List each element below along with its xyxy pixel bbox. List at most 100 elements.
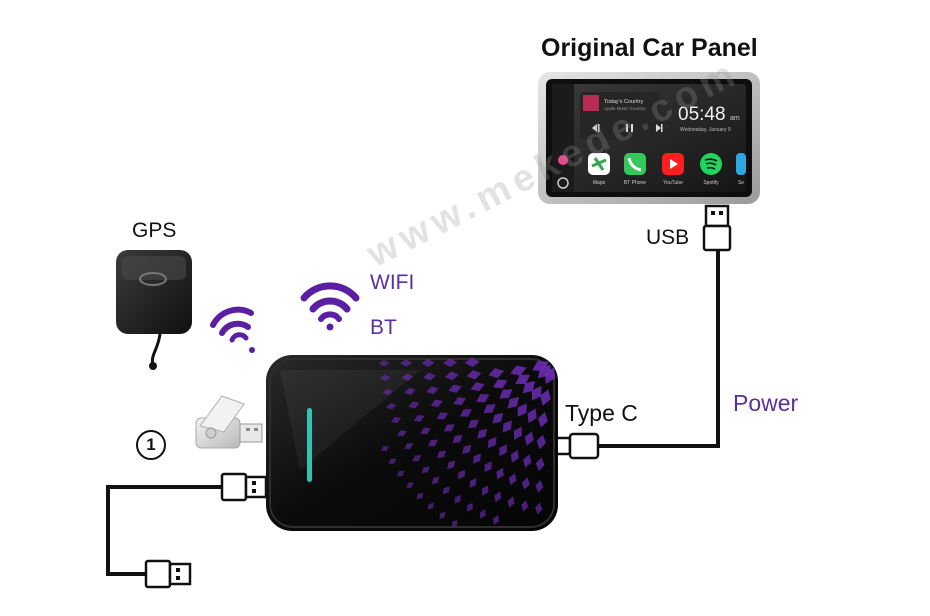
decor-diamond <box>427 502 434 510</box>
decor-diamond <box>492 514 500 525</box>
decor-diamond <box>487 437 497 449</box>
decor-diamond <box>426 386 439 395</box>
decor-diamond <box>477 428 488 439</box>
decor-diamond <box>439 511 446 520</box>
decor-diamond <box>391 416 402 424</box>
decor-diamond <box>386 403 397 410</box>
decor-diamond <box>421 358 435 367</box>
wifi-signal-icon-gps <box>210 306 255 353</box>
decor-diamond <box>484 461 492 473</box>
decor-diamond <box>472 453 482 464</box>
decor-diamond <box>413 414 425 422</box>
decor-diamond <box>488 368 505 379</box>
decor-diamond <box>448 384 462 393</box>
decor-diamond <box>494 491 502 503</box>
usb-label: USB <box>646 226 690 249</box>
decor-diamond <box>502 420 512 433</box>
gps-antenna <box>116 250 192 370</box>
screen-clock: 05:48 <box>678 104 726 125</box>
decor-diamond <box>535 479 544 493</box>
app-label-youtube: YouTube <box>663 180 683 186</box>
step-marker: 1 <box>136 430 166 460</box>
power-cable <box>598 250 720 448</box>
screen-date: Wednesday, January 9 <box>680 127 731 133</box>
decor-diamond <box>416 492 424 500</box>
carplay-adapter-box <box>266 355 558 531</box>
status-led <box>307 408 312 482</box>
decor-diamond <box>404 387 416 395</box>
app-label-partial: Se <box>738 180 744 186</box>
usb-a-plug-left <box>220 472 268 502</box>
decor-diamond <box>467 502 473 512</box>
decor-diamond <box>476 394 490 403</box>
partial-app-icon <box>736 153 746 175</box>
decor-diamond <box>536 434 546 450</box>
decor-diamond <box>401 373 414 381</box>
decor-diamond <box>522 380 536 394</box>
decor-diamond <box>444 371 459 381</box>
decor-diamond <box>521 477 530 490</box>
decor-diamond <box>532 360 549 372</box>
decor-diamond <box>406 482 414 489</box>
decor-diamond <box>523 454 532 468</box>
decor-diamond <box>499 444 507 457</box>
decor-diamond <box>510 365 527 376</box>
decor-diamond <box>423 372 437 381</box>
usb-a-plug-bottom <box>144 559 192 589</box>
decor-diamond <box>535 502 543 515</box>
decor-diamond <box>535 457 545 472</box>
power-label: Power <box>733 390 799 416</box>
wifi-signal-icon-main <box>300 282 360 331</box>
decor-diamond <box>380 445 390 452</box>
decor-diamond <box>396 470 405 477</box>
decor-diamond <box>517 403 527 417</box>
decor-diamond <box>436 450 447 459</box>
decor-diamond <box>397 430 407 437</box>
car-panel: Today's Country Apple Music Country 05:4… <box>538 72 760 204</box>
decor-diamond <box>469 478 477 488</box>
app-label-spotify: Spotify <box>703 180 719 186</box>
decor-diamond <box>540 389 551 406</box>
decor-diamond <box>452 434 463 444</box>
decor-diamond <box>420 427 431 435</box>
decor-diamond <box>507 496 515 508</box>
decor-diamond <box>464 357 480 368</box>
decor-diamond <box>492 412 504 424</box>
decor-diamond <box>412 455 422 462</box>
app-label-bt-phone: BT Phone <box>624 180 646 186</box>
decor-diamond <box>483 404 496 414</box>
decor-diamond <box>443 424 455 432</box>
previous-icon <box>592 124 597 132</box>
decor-diamond <box>537 411 548 428</box>
decor-diamond <box>380 374 391 382</box>
bt-label: BT <box>370 316 397 339</box>
decor-diamond <box>428 439 438 447</box>
decor-diamond <box>467 419 479 429</box>
decor-diamond <box>382 388 393 396</box>
decor-diamond <box>453 397 467 406</box>
decor-diamond <box>510 449 519 463</box>
usb-flash-drive <box>195 395 263 449</box>
gps-label: GPS <box>132 219 177 242</box>
now-playing-sub: Apple Music Country <box>604 106 646 111</box>
decor-diamond <box>515 374 531 385</box>
decor-diamond <box>421 466 430 474</box>
decor-diamond <box>466 370 482 380</box>
decor-diamond <box>404 443 414 449</box>
decor-diamond <box>496 467 504 480</box>
now-playing-title: Today's Country <box>604 99 644 105</box>
decor-diamond <box>513 426 522 440</box>
decor-diamond <box>431 476 440 485</box>
decor-diamond <box>378 359 390 367</box>
decor-diamond <box>470 382 485 392</box>
gps-cable <box>150 333 162 367</box>
screen-clock-ampm: am <box>730 115 740 122</box>
decor-diamond <box>430 399 443 408</box>
decor-diamond <box>499 389 513 399</box>
decor-diamond <box>524 431 534 446</box>
decor-diamond <box>454 494 461 504</box>
decor-diamond <box>462 444 472 454</box>
next-icon <box>656 124 661 132</box>
usb-extension-cable <box>106 485 224 576</box>
